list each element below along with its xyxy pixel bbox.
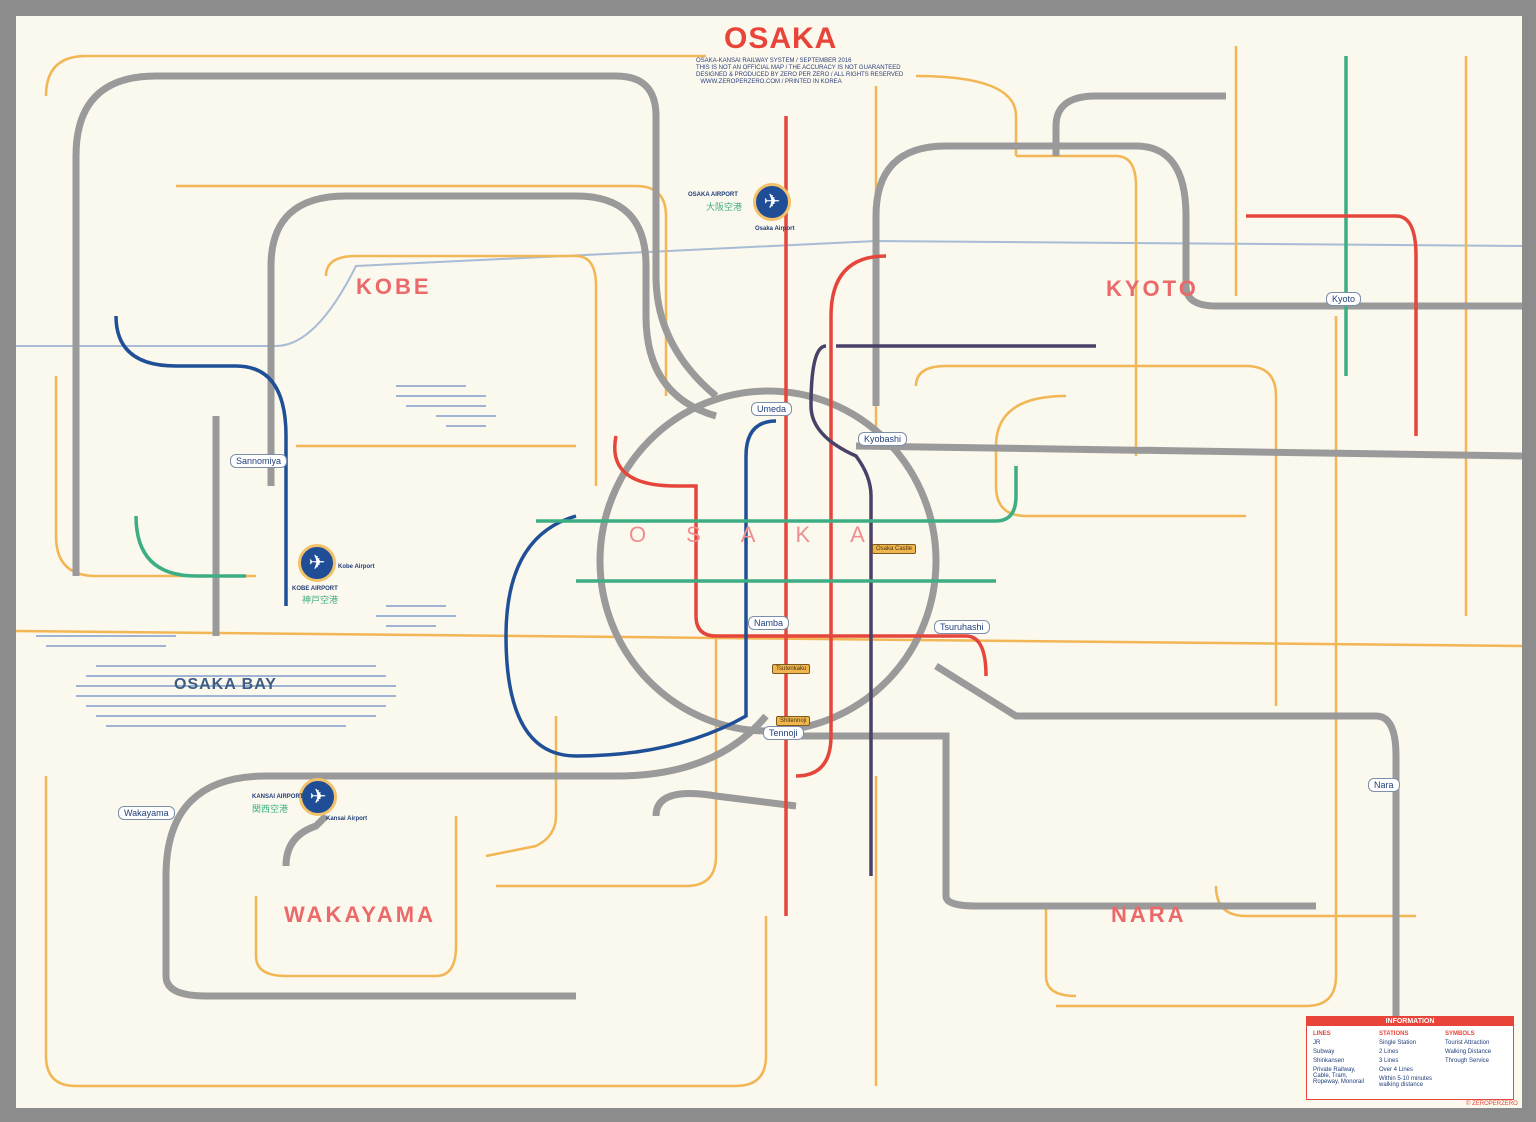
legend-line-item: Private Railway, Cable, Tram, Ropeway, M… [1313,1067,1364,1085]
legend-station-item: Single Station [1379,1040,1417,1046]
jr-kobe-loop [267,192,717,486]
jr-line [72,72,719,576]
region-nara: NARA [1111,902,1187,927]
jr-line [872,142,1522,406]
jr-line [1052,92,1226,156]
landmark-osaka-castle[interactable]: Osaka Castle [872,544,917,554]
subway-blue-kobe [114,315,288,606]
osaka-airport-label-jp: 大阪空港 [706,202,743,212]
station-kyobashi[interactable]: Kyobashi [858,432,908,446]
legend-box: INFORMATION LINES JR Subway Shinkansen P… [1306,1016,1514,1100]
osaka-airport-station[interactable]: Osaka Airport [755,226,795,232]
private-line [44,776,768,1088]
legend-station-item: 3 Lines [1379,1058,1399,1064]
jr-line [796,732,1316,910]
legend-station-item: 2 Lines [1379,1049,1399,1055]
jr-line [282,813,329,867]
private-line [44,54,706,97]
osaka-bay-water [36,385,496,727]
subway-red-line-2 [795,254,887,778]
private-line [1044,906,1077,998]
jr-line [162,713,769,1000]
station-wakayama[interactable]: Wakayama [118,806,175,820]
station-tennoji[interactable]: Tennoji [763,726,804,740]
subway-lines [114,56,1418,916]
legend-line-item: JR [1313,1040,1321,1046]
region-wakayama: WAKAYAMA [284,902,436,927]
legend-title: INFORMATION [1307,1017,1513,1026]
private-line [1016,154,1138,456]
legend-symbols: SYMBOLS Tourist Attraction Walking Dista… [1445,1031,1509,1067]
airplane-icon: ✈ [298,544,336,582]
legend-station-item: Within 5-10 minutes walking distance [1379,1076,1433,1088]
private-railway-lines [16,46,1522,1088]
station-tsuruhashi[interactable]: Tsuruhashi [934,620,990,634]
subtitle-line: OSAKA-KANSAI RAILWAY SYSTEM / SEPTEMBER … [696,58,852,64]
kansai-airport-station[interactable]: Kansai Airport [326,816,368,822]
kobe-airport-station[interactable]: Kobe Airport [338,564,375,570]
station-namba[interactable]: Namba [748,616,790,630]
private-line [324,254,598,486]
jr-line [934,663,1400,1016]
private-line [16,629,1522,648]
private-line [915,74,1018,156]
map-subtitle: OSAKA-KANSAI RAILWAY SYSTEM / SEPTEMBER … [696,58,904,86]
subway-green-kobe [134,515,246,578]
rail-map [16,46,1522,1088]
legend-symbol-item: Walking Distance [1445,1049,1492,1055]
legend-stations: STATIONS Single Station 2 Lines 3 Lines … [1379,1031,1441,1091]
region-osaka-center: OSAKA [629,522,905,547]
subtitle-line: THIS IS NOT AN OFFICIAL MAP / THE ACCURA… [696,65,901,71]
subway-blue-line [504,419,777,758]
map-sheet: OSAKA OSAKA-KANSAI RAILWAY SYSTEM / SEPT… [16,16,1522,1108]
legend-station-item: Over 4 Lines [1379,1067,1414,1073]
legend-stations-header: STATIONS [1379,1031,1409,1037]
subway-red-kyoto [1246,214,1418,436]
legend-symbol-item: Through Service [1445,1058,1490,1064]
station-nara[interactable]: Nara [1368,778,1400,792]
osaka-bay-label: OSAKA BAY [174,676,277,693]
station-kyoto[interactable]: Kyoto [1326,292,1362,306]
subway-purple-line [809,344,873,876]
region-kyoto: KYOTO [1106,276,1199,301]
shinkansen-line [16,239,1522,347]
copyright: © ZEROPERZERO [1466,1101,1518,1107]
subtitle-line: DESIGNED & PRODUCED BY ZERO PER ZERO / A… [696,72,904,78]
osaka-airport-label: OSAKA AIRPORT [688,192,738,198]
legend-lines: LINES JR Subway Shinkansen Private Railw… [1313,1031,1373,1088]
legend-symbols-header: SYMBOLS [1445,1031,1475,1037]
jr-line [855,442,1522,460]
kobe-airport-label: KOBE AIRPORT [292,586,338,592]
private-line [1214,885,1416,918]
subway-green-line [536,466,1018,523]
legend-line-item: Subway [1313,1049,1335,1055]
legend-lines-header: LINES [1313,1031,1331,1037]
subway-red-horizontal [613,435,988,677]
station-umeda[interactable]: Umeda [751,402,793,416]
private-line [496,636,718,888]
kansai-airport-label-jp: 関西空港 [252,804,289,814]
kobe-airport-label-jp: 神戸空港 [302,595,339,605]
landmark-shitennoji[interactable]: Shitennoji [776,716,811,726]
map-title: OSAKA [724,22,838,55]
private-line [254,816,458,978]
private-line [54,376,256,578]
legend-line-item: Shinkansen [1313,1058,1345,1064]
station-sannomiya[interactable]: Sannomiya [230,454,288,468]
jr-lines [72,72,1522,1016]
private-line [914,364,1278,706]
subtitle-line: WWW.ZEROPERZERO.COM / PRINTED IN KOREA [700,79,842,85]
kansai-airport-label: KANSAI AIRPORT [252,794,304,800]
private-line [994,394,1246,518]
jr-line [652,790,797,817]
private-line [485,716,558,858]
airplane-icon: ✈ [753,183,791,221]
region-kobe: KOBE [356,274,432,299]
legend-symbol-item: Tourist Attraction [1445,1040,1490,1046]
airplane-icon: ✈ [299,778,337,816]
private-line [1056,316,1338,1008]
landmark-tsutenkaku[interactable]: Tsutenkaku [772,664,811,674]
